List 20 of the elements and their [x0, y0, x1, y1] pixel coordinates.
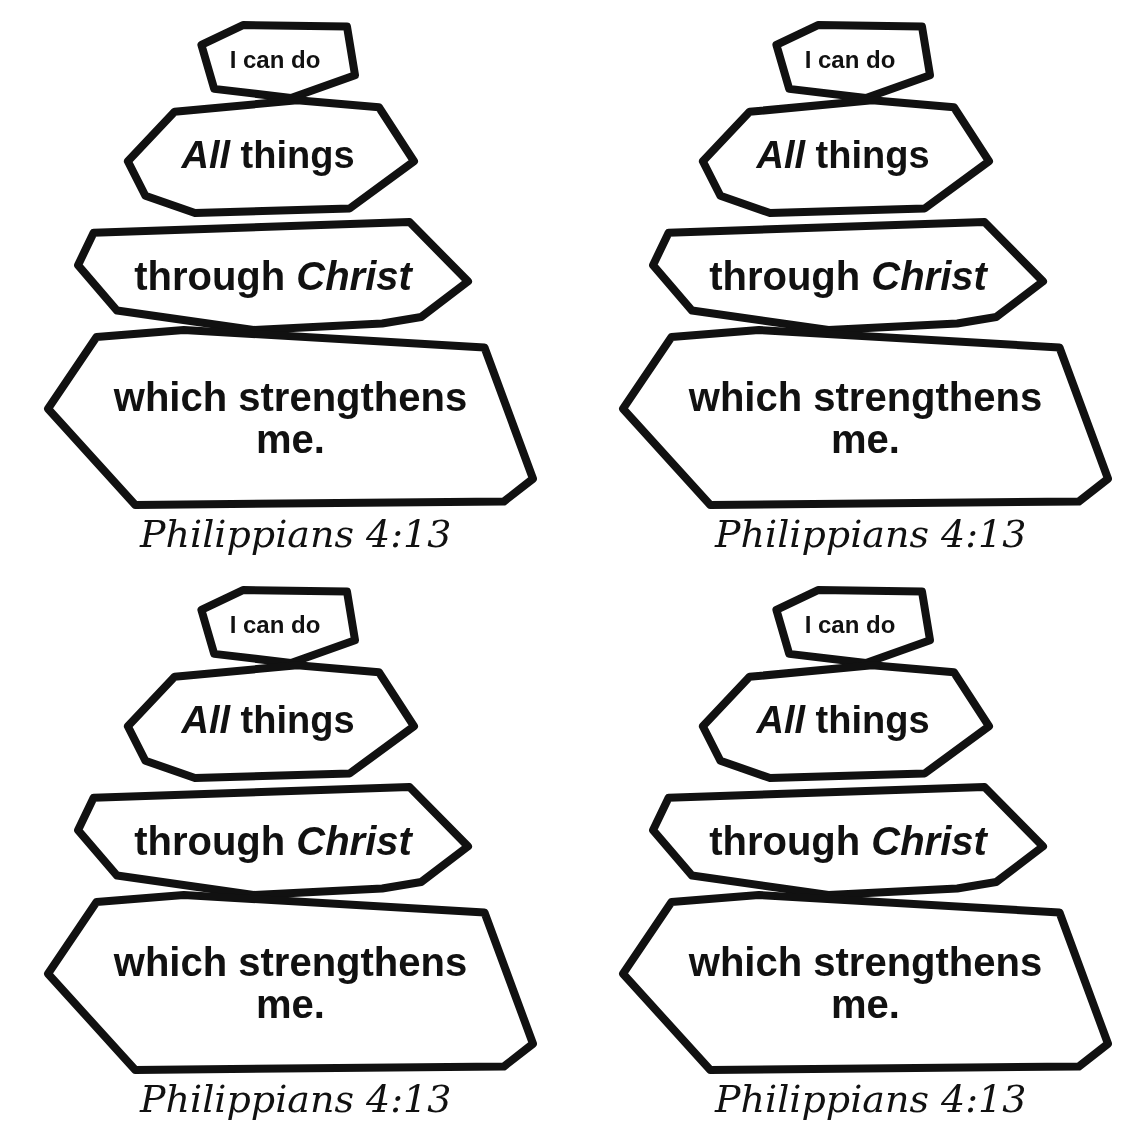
stone-text: All things [180, 135, 356, 176]
stone-text: I can do [228, 47, 322, 73]
stone-text: All things [755, 135, 931, 176]
stone-text: I can do [803, 47, 897, 73]
verse-reference: Philippians 4:13 [715, 512, 1027, 556]
verse-reference: Philippians 4:13 [140, 1077, 452, 1121]
stone-text: I can do [803, 612, 897, 638]
stone-text: All things [755, 700, 931, 741]
stone-text: through Christ [708, 820, 989, 862]
stone-text: which strengthens me. [112, 940, 469, 1025]
stone-text: through Christ [708, 255, 989, 297]
stone-text: through Christ [133, 820, 414, 862]
verse-reference: Philippians 4:13 [140, 512, 452, 556]
stone-text: which strengthens me. [687, 375, 1044, 460]
stone-text: which strengthens me. [687, 940, 1044, 1025]
stone-text: which strengthens me. [112, 375, 469, 460]
stone-text: through Christ [133, 255, 414, 297]
stone-text: I can do [228, 612, 322, 638]
stone-text: All things [180, 700, 356, 741]
verse-reference: Philippians 4:13 [715, 1077, 1027, 1121]
